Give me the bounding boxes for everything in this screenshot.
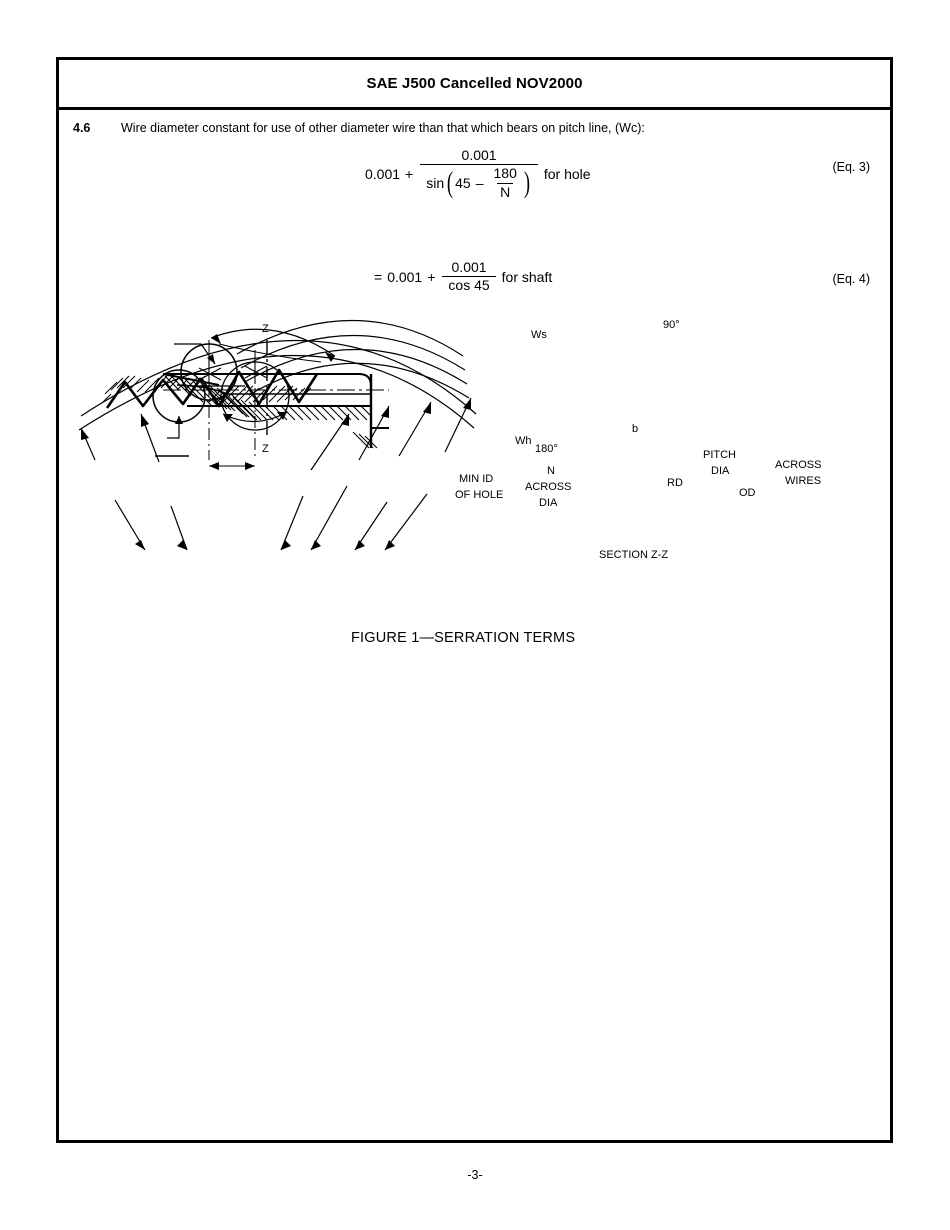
label-angle-90: 90°	[663, 319, 680, 331]
document-header: SAE J500 Cancelled NOV2000	[59, 60, 890, 110]
section-hatch-left	[164, 375, 372, 421]
eq3-inner-minus: –	[475, 174, 484, 191]
leader-across-dia-down	[170, 505, 188, 551]
leader-across-wires-arrow-down	[385, 540, 395, 550]
equation-3: 0.001 + 0.001 sin ( 45 – 180 N )	[59, 147, 890, 228]
equation-4-expression: = 0.001 + 0.001 cos 45 for shaft	[369, 259, 553, 294]
label-ws: Ws	[531, 329, 547, 341]
hole-material-hatch	[102, 373, 206, 403]
label-min-id-line1: MIN ID	[459, 473, 493, 485]
eq3-inner-denominator: N	[497, 182, 514, 200]
dim-180n-arrow-right	[245, 462, 255, 470]
arc-across-dia	[80, 339, 477, 417]
dim-b-arrow-right	[277, 412, 287, 420]
eq3-numerator: 0.001	[461, 147, 497, 163]
document-content: 4.6 Wire diameter constant for use of ot…	[59, 110, 890, 1140]
angle-90-arrow-right	[325, 352, 335, 362]
eq4-equals-operator: =	[374, 268, 383, 285]
leader-wh-arrow	[175, 416, 183, 424]
label-across-wires-line1: ACROSS	[775, 459, 821, 471]
leader-rd-arrow-up	[341, 414, 349, 426]
label-pitch-dia-line1: PITCH	[703, 449, 736, 461]
arc-across-wires	[236, 319, 464, 357]
clause-text: Wire diameter constant for use of other …	[121, 121, 645, 135]
label-wh: Wh	[515, 435, 532, 447]
section-zz-view	[78, 319, 477, 551]
equation-4-number: (Eq. 4)	[832, 272, 870, 286]
leader-od-arrow-down	[355, 540, 365, 550]
section-label-bottom: Z	[262, 443, 269, 455]
shaft-material-hatch	[208, 385, 312, 405]
leader-across-wires-down	[384, 493, 428, 551]
angle-90-arc	[210, 328, 336, 357]
eq3-fraction: 0.001 sin ( 45 – 180 N )	[420, 147, 538, 200]
label-section-zz: SECTION Z-Z	[599, 549, 668, 561]
page-frame: SAE J500 Cancelled NOV2000 4.6 Wire diam…	[56, 57, 893, 1143]
equation-3-number: (Eq. 3)	[832, 160, 870, 174]
equation-4: = 0.001 + 0.001 cos 45 for shaft (Eq. 4)	[59, 259, 890, 320]
figure-1-drawing: Z Z	[59, 310, 890, 640]
leader-across-wires-arrow-up	[463, 398, 471, 410]
page-footer: -3-	[0, 1168, 950, 1182]
arc-min-id-of-hole	[78, 354, 475, 431]
label-min-id-line2: OF HOLE	[455, 489, 503, 501]
section-hatch-right-foot	[352, 431, 378, 449]
eq3-lead-term: 0.001	[365, 166, 401, 183]
page-number: -3-	[467, 1168, 483, 1182]
label-outside-dia: OD	[739, 487, 756, 499]
leader-pitch-dia-arrow-down	[311, 540, 321, 550]
label-root-dia: RD	[667, 477, 683, 489]
eq4-fraction: 0.001 cos 45	[442, 259, 496, 294]
shaft-serration-profile	[199, 368, 319, 408]
eq3-close-paren: )	[523, 166, 530, 200]
label-pitch-dia-line2: DIA	[711, 465, 730, 477]
serration-terms-svg: Z Z	[78, 319, 821, 561]
label-across-dia-line1: ACROSS	[525, 481, 571, 493]
eq4-suffix: for shaft	[501, 268, 553, 285]
eq3-suffix: for hole	[543, 166, 591, 183]
angle-90-arrow-left	[211, 334, 221, 344]
eq3-inner-numerator: 180	[493, 165, 517, 182]
dim-b-arrow-left	[223, 414, 233, 422]
label-tooth-width-b: b	[632, 423, 638, 435]
label-across-dia-line2: DIA	[539, 497, 558, 509]
eq3-plus-operator: +	[405, 166, 414, 183]
label-n-denominator: N	[547, 465, 555, 477]
header-title: SAE J500 Cancelled NOV2000	[366, 75, 583, 92]
eq4-denominator: cos 45	[442, 276, 496, 293]
section-label-top: Z	[262, 323, 269, 335]
arc-root-dia	[248, 362, 470, 399]
label-across-wires-line2: WIRES	[785, 475, 821, 487]
eq4-plus-operator: +	[427, 268, 436, 285]
arc-outside-dia	[240, 334, 466, 371]
leader-min-id-arrow-down	[135, 540, 145, 550]
leader-across-dia-arrow-down	[177, 540, 187, 550]
leader-pitch-dia-arrow-up	[381, 406, 389, 418]
eq3-inner-lead: 45	[455, 174, 471, 191]
clause-4-6: 4.6 Wire diameter constant for use of ot…	[73, 121, 876, 135]
leader-across-dia-arrow-up	[141, 414, 149, 427]
figure-caption: FIGURE 1—SERRATION TERMS	[351, 630, 576, 646]
equation-3-expression: 0.001 + 0.001 sin ( 45 – 180 N )	[365, 147, 591, 200]
arc-pitch-dia	[244, 348, 468, 385]
eq3-denominator: sin ( 45 – 180 N )	[420, 164, 538, 200]
leader-ws-arrow	[207, 354, 215, 364]
eq4-numerator: 0.001	[451, 259, 487, 275]
label-180-degrees: 180°	[535, 443, 558, 455]
leader-od-arrow-up	[423, 402, 431, 414]
eq3-inner-fraction: 180 N	[491, 166, 520, 200]
leader-rd-arrow-down	[281, 540, 291, 550]
eq3-open-paren: (	[447, 166, 454, 200]
part-taper-edge	[162, 373, 220, 386]
eq4-lead-term: 0.001	[387, 268, 423, 285]
leader-pitch-dia-down	[310, 485, 348, 551]
eq3-sin-function: sin	[426, 174, 445, 191]
leader-min-id-arrow-up	[81, 428, 89, 440]
dim-180n-arrow-left	[209, 462, 219, 470]
clause-number: 4.6	[73, 121, 91, 135]
section-zz-labels: Ws Wh 90° b MIN ID OF HOLE ACROSS DIA 18…	[455, 319, 821, 561]
